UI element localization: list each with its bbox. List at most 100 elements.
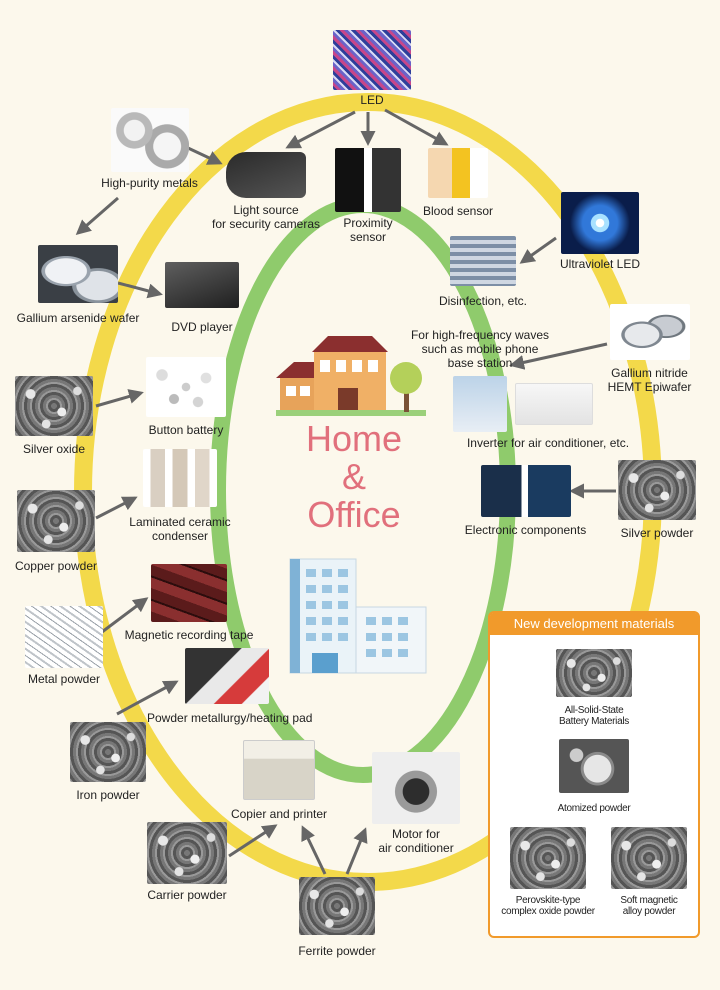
ferrite-powder-label: Ferrite powder xyxy=(298,944,376,958)
disinfection-node: Disinfection, etc. xyxy=(433,236,533,308)
gallium-arsenide-label: Gallium arsenide wafer xyxy=(16,311,140,325)
carrier-powder-node: Carrier powder xyxy=(142,822,232,902)
security-camera-image xyxy=(226,152,306,198)
security-camera-label-1: Light source xyxy=(233,203,299,217)
motor-node: Motor for air conditioner xyxy=(366,752,466,855)
dvd-player-image xyxy=(165,262,239,308)
gallium-arsenide-image xyxy=(38,245,118,303)
high-frequency-label-1: For high-frequency waves xyxy=(410,328,550,342)
perovskite-image xyxy=(510,827,586,889)
gan-hemt-label-2: HEMT Epiwafer xyxy=(607,380,692,394)
perovskite-node: Perovskite-type complex oxide powder xyxy=(496,827,600,917)
new-development-panel: New development materials All-Solid-Stat… xyxy=(488,611,700,938)
building-tower-edge xyxy=(290,559,300,673)
laminated-ceramic-image xyxy=(143,449,217,507)
base-station-image xyxy=(453,376,507,432)
inverter-node: Inverter for air conditioner, etc. xyxy=(453,436,643,450)
arrow-metals-wafer xyxy=(75,196,119,235)
house-window-6 xyxy=(300,386,310,396)
house-window-2 xyxy=(336,360,346,372)
all-solid-state-label-1: All-Solid-State xyxy=(564,705,624,716)
all-solid-state-label-2: Battery Materials xyxy=(559,716,629,727)
tree-trunk xyxy=(404,386,409,412)
high-frequency-label-3: base station xyxy=(447,356,513,370)
gan-hemt-label-1: Gallium nitride xyxy=(611,366,688,380)
perovskite-label-1: Perovskite-type xyxy=(515,895,581,906)
dvd-player-label: DVD player xyxy=(171,320,233,334)
carrier-powder-image xyxy=(147,822,227,884)
led-node: LED xyxy=(333,30,411,107)
soft-magnetic-label-1: Soft magnetic xyxy=(620,895,678,906)
gan-hemt-image xyxy=(609,304,690,360)
silver-oxide-image xyxy=(15,376,93,436)
ultraviolet-led-node: Ultraviolet LED xyxy=(555,192,645,271)
tree-crown xyxy=(390,362,422,394)
magnetic-tape-node: Magnetic recording tape xyxy=(124,564,254,642)
high-frequency-label-2: such as mobile phone xyxy=(421,342,539,356)
blood-sensor-image xyxy=(428,148,488,198)
arrow-iron-metallurgy xyxy=(116,680,179,716)
house-window-1 xyxy=(320,360,330,372)
laminated-ceramic-label-2: condenser xyxy=(151,529,209,543)
silver-oxide-node: Silver oxide xyxy=(14,376,94,456)
electronic-components-node: Electronic components xyxy=(458,465,593,537)
arrows xyxy=(75,108,616,875)
led-image xyxy=(333,30,411,90)
proximity-sensor-node: Proximity sensor xyxy=(330,148,406,244)
copper-powder-node: Copper powder xyxy=(14,490,98,573)
dvd-player-node: DVD player xyxy=(163,262,241,334)
house-door xyxy=(338,388,358,410)
copper-powder-label: Copper powder xyxy=(14,559,98,573)
laminated-ceramic-label-1: Laminated ceramic xyxy=(129,515,231,529)
soft-magnetic-image xyxy=(611,827,687,889)
arrow-led-camera xyxy=(285,110,356,149)
center-title-line-1: Home xyxy=(305,418,403,459)
all-solid-state-node: All-Solid-State Battery Materials xyxy=(540,649,648,727)
metal-powder-label: Metal powder xyxy=(27,672,101,686)
button-battery-image xyxy=(146,357,226,417)
tablet-phone-image xyxy=(480,465,571,517)
arrow-hemt-station xyxy=(509,342,608,370)
powder-metallurgy-label: Powder metallurgy/heating pad xyxy=(147,711,313,725)
gallium-arsenide-node: Gallium arsenide wafer xyxy=(8,245,148,325)
carrier-powder-label: Carrier powder xyxy=(147,888,227,902)
arrow-copper-ceramic xyxy=(95,496,138,520)
iron-powder-image xyxy=(70,722,146,782)
proximity-sensor-label-2: sensor xyxy=(349,230,387,244)
house-window-3 xyxy=(352,360,362,372)
ultraviolet-led-image xyxy=(561,192,639,254)
silver-oxide-label: Silver oxide xyxy=(22,442,86,456)
inverter-label: Inverter for air conditioner, etc. xyxy=(466,436,630,450)
smartphone-image xyxy=(335,148,401,212)
high-purity-metals-node: High-purity metals xyxy=(92,108,207,190)
motor-label-2: air conditioner xyxy=(378,841,454,855)
arrow-wafer-dvd xyxy=(117,281,163,299)
motor-image xyxy=(372,752,460,824)
high-purity-metals-image xyxy=(110,108,189,172)
house-illustration xyxy=(276,334,436,421)
security-camera-label-2: for security cameras xyxy=(211,217,321,231)
soft-magnetic-node: Soft magnetic alloy powder xyxy=(604,827,694,917)
metal-powder-image xyxy=(25,606,103,668)
blood-sensor-node: Blood sensor xyxy=(418,148,498,218)
button-battery-label: Button battery xyxy=(148,423,224,437)
disinfection-cabinet-image xyxy=(450,236,516,286)
powder-metallurgy-image xyxy=(185,648,269,704)
arrow-uv-disinfect xyxy=(519,236,557,264)
iron-powder-node: Iron powder xyxy=(68,722,148,802)
ultraviolet-led-label: Ultraviolet LED xyxy=(559,257,641,271)
house-window-5 xyxy=(286,386,296,396)
ferrite-powder-node: Ferrite powder xyxy=(292,877,382,958)
building-windows xyxy=(306,569,408,657)
proximity-sensor-label-1: Proximity xyxy=(343,216,393,230)
gan-hemt-node: Gallium nitride HEMT Epiwafer xyxy=(602,304,697,394)
new-development-title: New development materials xyxy=(490,613,698,635)
iron-powder-label: Iron powder xyxy=(76,788,140,802)
atomized-powder-label: Atomized powder xyxy=(557,803,631,814)
house-roof-left xyxy=(276,362,316,378)
motor-label-1: Motor for xyxy=(391,827,440,841)
ferrite-powder-image xyxy=(299,877,375,935)
center-title-line-2: & xyxy=(341,456,366,497)
perovskite-label-2: complex oxide powder xyxy=(501,906,595,917)
